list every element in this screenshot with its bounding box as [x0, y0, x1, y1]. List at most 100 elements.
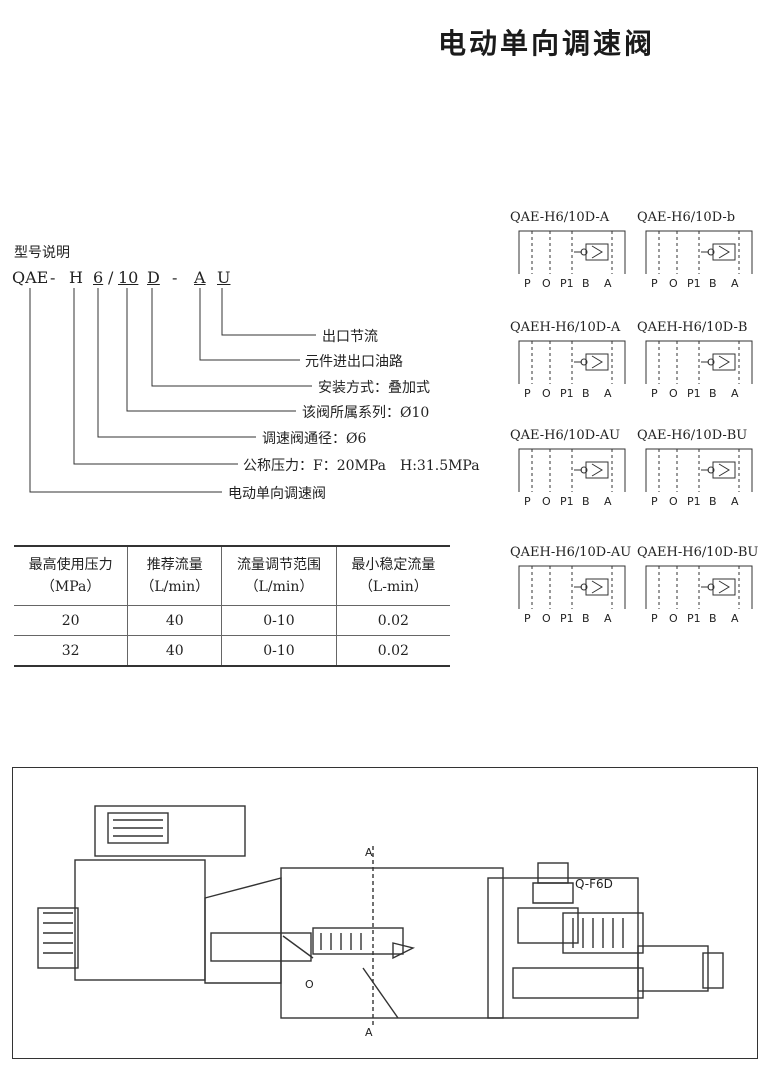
port-label: A — [604, 612, 612, 625]
port-label: B — [709, 277, 717, 290]
desc-series: 该阀所属系列：Ø10 — [302, 405, 430, 421]
coil-connector — [107, 812, 169, 844]
port-label: O — [669, 277, 678, 290]
port-label: P1 — [560, 387, 574, 400]
port-label: B — [709, 612, 717, 625]
table-cell: 0.02 — [335, 635, 450, 667]
symbol-name: QAEH-H6/10D-AU — [510, 545, 632, 560]
port-label: B — [582, 612, 590, 625]
port-label: A — [731, 387, 739, 400]
port-label: O — [669, 495, 678, 508]
port-label: P1 — [560, 612, 574, 625]
manual-override — [37, 907, 79, 969]
code-diameter: 6 — [93, 268, 104, 287]
port-label: P1 — [560, 277, 574, 290]
symbol-name: QAE-H6/10D-b — [637, 210, 736, 225]
port-label: B — [582, 387, 590, 400]
port-label: O — [542, 612, 551, 625]
port-label: P — [651, 495, 658, 508]
port-label: O — [669, 387, 678, 400]
table-cell: 32 — [14, 635, 129, 667]
table-cell: 40 — [127, 635, 223, 667]
section-label-bottom: A — [365, 1026, 373, 1039]
code-series-size: 10 — [118, 268, 139, 287]
main-spool — [312, 927, 404, 955]
port-label: A — [604, 495, 612, 508]
symbol-name: QAEH-H6/10D-BU — [637, 545, 759, 560]
port-label: P — [651, 387, 658, 400]
port-label: A — [604, 387, 612, 400]
header-flow-range: 流量调节范围（L/min） — [221, 545, 337, 606]
table-row: 20 40 0-10 0.02 — [14, 605, 450, 636]
spec-table: 最高使用压力（MPa） 推荐流量（L/min） 流量调节范围（L/min） 最小… — [14, 545, 450, 667]
port-label: B — [709, 495, 717, 508]
section-label-top: A — [365, 846, 373, 859]
symbol-diagram — [518, 230, 626, 274]
model-heading: 型号说明 — [14, 245, 70, 261]
desc-port: 元件进出口油路 — [305, 354, 403, 370]
port-label: P1 — [687, 277, 701, 290]
port-label: A — [731, 495, 739, 508]
code-series: QAE — [12, 268, 49, 287]
port-label: P1 — [687, 387, 701, 400]
symbol-name: QAE-H6/10D-AU — [510, 428, 621, 443]
desc-valve: 电动单向调速阀 — [228, 486, 326, 502]
code-mounting: D — [147, 268, 160, 287]
port-label: O — [542, 495, 551, 508]
header-max-pressure: 最高使用压力（MPa） — [14, 545, 129, 606]
port-label: A — [731, 612, 739, 625]
symbol-diagram — [645, 448, 753, 492]
port-label: A — [731, 277, 739, 290]
pilot-body — [204, 877, 282, 984]
main-body — [280, 867, 504, 1019]
port-label: P — [651, 277, 658, 290]
symbol-diagram — [518, 340, 626, 384]
page-title: 电动单向调速阀 — [438, 27, 656, 60]
table-row: 32 40 0-10 0.02 — [14, 635, 450, 667]
symbol-diagram — [518, 565, 626, 609]
symbol-name: QAE-H6/10D-A — [510, 210, 610, 225]
code-dash-1: - — [50, 268, 56, 287]
code-dash-2: - — [172, 268, 178, 287]
port-label: P1 — [687, 612, 701, 625]
port-label: P1 — [687, 495, 701, 508]
symbol-diagram — [645, 340, 753, 384]
port-label: B — [582, 495, 590, 508]
port-label: P — [524, 277, 531, 290]
port-label: A — [604, 277, 612, 290]
port-label: O — [542, 387, 551, 400]
adjust-knob — [637, 945, 709, 992]
code-throttle: U — [217, 268, 231, 287]
port-label-o: O — [305, 978, 314, 991]
symbol-diagram — [645, 565, 753, 609]
code-slash: / — [108, 268, 114, 287]
sectional-drawing: A A O — [12, 767, 758, 1059]
symbol-diagram — [518, 448, 626, 492]
valve-section-svg — [37, 805, 724, 1028]
port-label: P — [651, 612, 658, 625]
leader-lines — [29, 288, 316, 493]
port-label: P — [524, 387, 531, 400]
desc-pressure: 公称压力：F：20MPa H:31.5MPa — [243, 458, 480, 474]
symbol-name: QAEH-H6/10D-B — [637, 320, 748, 335]
port-label: P — [524, 495, 531, 508]
desc-diameter: 调速阀通径：Ø6 — [262, 431, 367, 447]
desc-throttle: 出口节流 — [322, 329, 378, 345]
code-port: A — [194, 268, 206, 287]
table-cell: 40 — [127, 605, 223, 636]
symbol-name: QAE-H6/10D-BU — [637, 428, 748, 443]
port-label: O — [669, 612, 678, 625]
table-cell: 0-10 — [221, 605, 337, 636]
table-cell: 0-10 — [221, 635, 337, 667]
symbol-diagram — [645, 230, 753, 274]
table-header-row: 最高使用压力（MPa） 推荐流量（L/min） 流量调节范围（L/min） 最小… — [14, 545, 450, 606]
port-label: P1 — [560, 495, 574, 508]
desc-mounting: 安装方式：叠加式 — [318, 380, 430, 396]
table-cell: 0.02 — [335, 605, 450, 636]
port-label: O — [542, 277, 551, 290]
code-pressure: H — [69, 268, 83, 287]
port-label: B — [709, 387, 717, 400]
header-flow: 推荐流量（L/min） — [127, 545, 223, 606]
symbol-name: QAEH-H6/10D-A — [510, 320, 621, 335]
solenoid-body — [74, 859, 206, 981]
